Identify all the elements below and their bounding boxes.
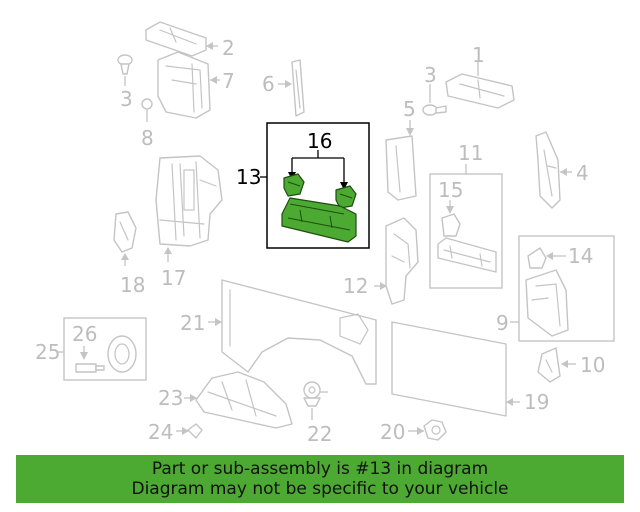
callout-17: 17 [161,266,186,290]
parts-diagram: 2 3 7 8 6 17 18 [35,21,615,446]
callout-7: 7 [222,69,235,93]
part-1[interactable] [445,62,515,109]
callout-18: 18 [120,273,145,297]
callout-26: 26 [72,322,97,346]
info-banner: Part or sub-assembly is #13 in diagram D… [16,455,624,503]
callout-25: 25 [35,340,60,364]
part-12[interactable] [374,217,419,305]
callout-24: 24 [148,420,173,444]
callout-19: 19 [524,390,549,414]
callout-15: 15 [438,178,463,202]
part-25-assembly[interactable] [58,317,147,381]
part-10[interactable] [537,347,576,383]
part-11-assembly[interactable] [429,164,503,289]
part-9-assembly[interactable] [510,235,615,342]
part-8[interactable] [141,98,153,122]
callout-22: 22 [307,422,332,446]
callout-23: 23 [158,386,183,410]
part-4[interactable] [535,131,572,209]
callout-20: 20 [380,420,405,444]
part-21[interactable] [208,279,377,385]
callout-3-right: 3 [424,63,437,87]
part-24[interactable] [176,423,203,439]
callout-6: 6 [262,72,275,96]
part-7[interactable] [157,51,220,119]
callout-9: 9 [496,311,509,335]
callout-1: 1 [472,43,485,67]
callout-5: 5 [403,97,416,121]
part-2[interactable] [145,21,218,57]
callout-16: 16 [307,129,332,153]
callout-3-left: 3 [120,87,133,111]
banner-line-1: Part or sub-assembly is #13 in diagram [151,459,489,479]
part-19[interactable] [391,321,520,417]
part-23[interactable] [184,371,293,429]
callout-14: 14 [568,244,593,268]
part-22[interactable] [303,381,328,420]
banner-line-2: Diagram may not be specific to your vehi… [131,479,509,499]
part-13-assembly[interactable] [260,122,370,249]
part-3-screw-right[interactable] [422,84,447,116]
callout-11: 11 [458,141,483,165]
part-3-screw-left[interactable] [117,54,133,86]
callout-13: 13 [236,165,261,189]
part-18[interactable] [113,211,137,266]
part-17[interactable] [155,155,223,262]
callout-8: 8 [141,126,154,150]
callout-10: 10 [580,353,605,377]
part-6[interactable] [278,59,305,117]
callout-4: 4 [576,161,589,185]
part-20[interactable] [408,419,447,441]
callout-2: 2 [222,36,235,60]
callout-21: 21 [180,311,205,335]
callout-12: 12 [343,274,368,298]
part-5[interactable] [385,120,417,201]
